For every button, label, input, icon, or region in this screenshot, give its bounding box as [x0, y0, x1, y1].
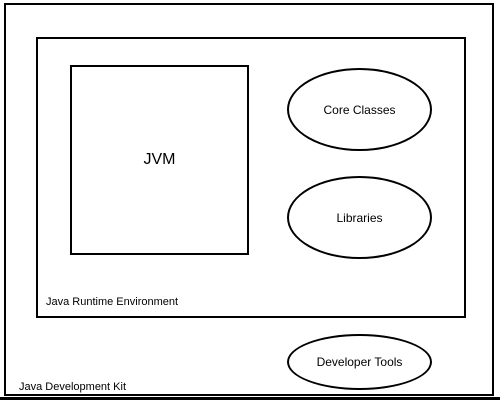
libraries-label: Libraries: [336, 210, 383, 225]
developer-tools-node: Developer Tools: [287, 334, 432, 390]
core-classes-label: Core Classes: [323, 102, 396, 117]
libraries-node: Libraries: [287, 176, 432, 259]
jvm-label: JVM: [143, 151, 176, 168]
developer-tools-label: Developer Tools: [316, 355, 403, 369]
bottom-border: [0, 397, 500, 400]
jdk-label: Java Development Kit: [19, 381, 126, 393]
jdk-container: [4, 3, 494, 396]
jre-label: Java Runtime Environment: [46, 296, 179, 308]
core-classes-node: Core Classes: [287, 68, 432, 151]
jvm-box: JVM: [70, 65, 249, 255]
jre-container: [36, 37, 466, 318]
